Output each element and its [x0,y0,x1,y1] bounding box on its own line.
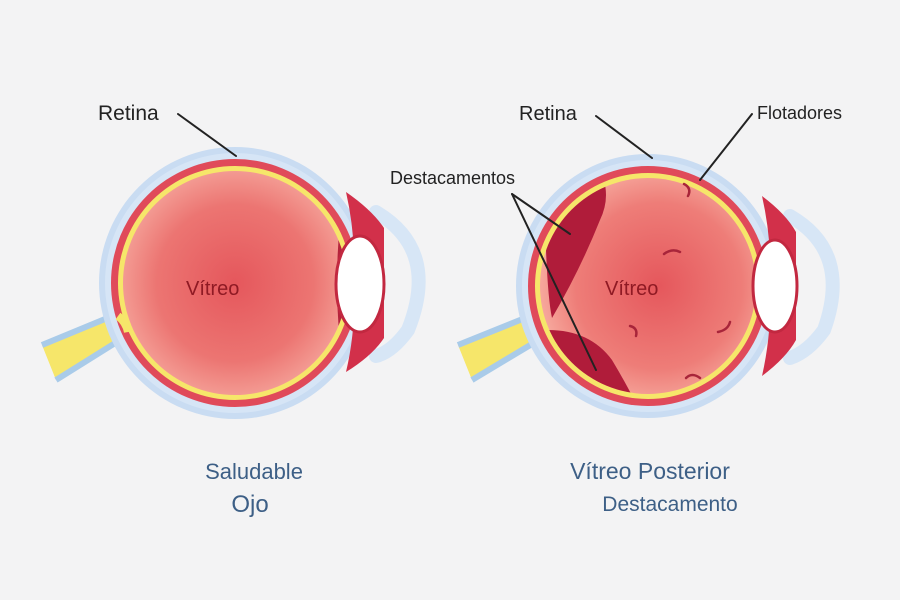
healthy-lens [334,234,386,334]
pvd-floaters-label: Flotadores [757,103,842,123]
floater-2 [662,249,682,256]
pvd-floaters-leader [699,113,753,181]
pvd-caption-line2: Destacamento [602,493,737,516]
pvd-cornea [783,209,840,365]
healthy-cornea [369,205,426,363]
pvd-retina-label: Retina [519,103,578,125]
pvd-retina-leader [595,115,653,159]
healthy-caption-line2: Ojo [231,491,268,518]
pvd-lens [751,238,799,334]
floater-1 [682,182,691,198]
pvd-vitreous-label: Vítreo [605,278,658,300]
floater-5 [684,373,702,380]
healthy-eye [40,147,426,419]
pvd-caption-line1: Vítreo Posterior [570,458,730,484]
healthy-vitreous-label: Vítreo [186,278,239,300]
pvd-detachment-upper [546,178,606,318]
pvd-detachments-label: Destacamentos [390,168,515,188]
pvd-floaters [628,182,732,380]
floater-4 [716,320,732,334]
pvd-detachments-leader-lower [511,193,597,371]
healthy-vitreous-body [123,171,347,395]
healthy-retina-label: Retina [98,102,159,125]
floater-3 [628,324,638,338]
healthy-retina-leader [177,113,237,157]
pvd-detachments-leader-upper [511,193,571,235]
healthy-caption-line1: Saludable [205,459,303,484]
